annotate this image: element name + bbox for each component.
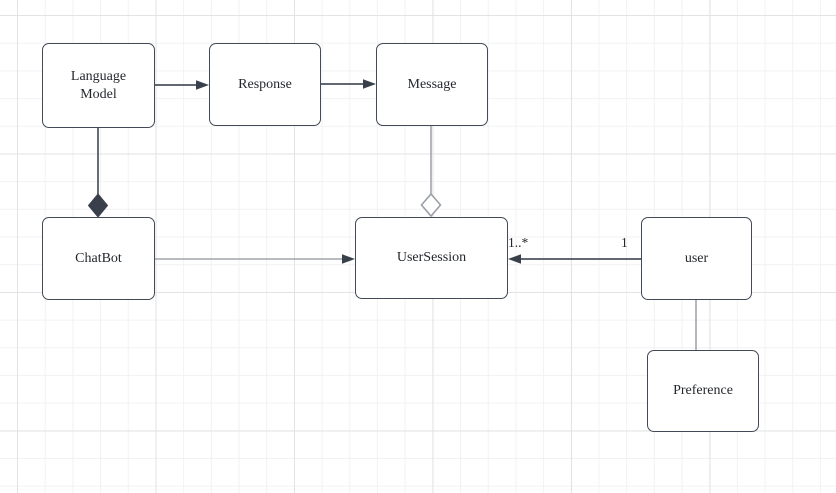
node-label: Message bbox=[407, 76, 457, 92]
node-chatbot[interactable]: ChatBot bbox=[42, 217, 155, 300]
node-label: Response bbox=[238, 76, 292, 92]
node-label: UserSession bbox=[396, 250, 467, 266]
edge-response-message[interactable] bbox=[321, 79, 376, 89]
edge-label-source-multiplicity[interactable]: 1 bbox=[621, 235, 628, 250]
edge-user-user-session[interactable] bbox=[508, 254, 641, 264]
node-preference[interactable]: Preference bbox=[647, 350, 759, 432]
arrowhead-icon bbox=[196, 80, 209, 90]
edge-message-user-session[interactable] bbox=[420, 126, 442, 218]
node-response[interactable]: Response bbox=[209, 43, 321, 126]
node-language-model[interactable]: Language Model bbox=[42, 43, 155, 128]
node-user-session[interactable]: UserSession bbox=[355, 217, 508, 299]
node-user[interactable]: user bbox=[641, 217, 752, 300]
edge-language-model-chatbot[interactable] bbox=[87, 128, 109, 218]
node-message[interactable]: Message bbox=[376, 43, 488, 126]
node-label: ChatBot bbox=[75, 250, 122, 266]
node-label: Language Model bbox=[70, 69, 127, 102]
node-label: user bbox=[684, 250, 709, 266]
aggregation-diamond-icon bbox=[420, 192, 442, 218]
arrowhead-icon bbox=[342, 254, 355, 264]
edge-chatbot-user-session[interactable] bbox=[155, 254, 355, 264]
composition-diamond-icon bbox=[87, 193, 109, 218]
edge-language-model-response[interactable] bbox=[155, 80, 209, 90]
edge-label-target-multiplicity[interactable]: 1..* bbox=[508, 235, 529, 250]
arrowhead-icon bbox=[508, 254, 521, 264]
arrowhead-icon bbox=[363, 79, 376, 89]
node-label: Preference bbox=[673, 383, 733, 399]
